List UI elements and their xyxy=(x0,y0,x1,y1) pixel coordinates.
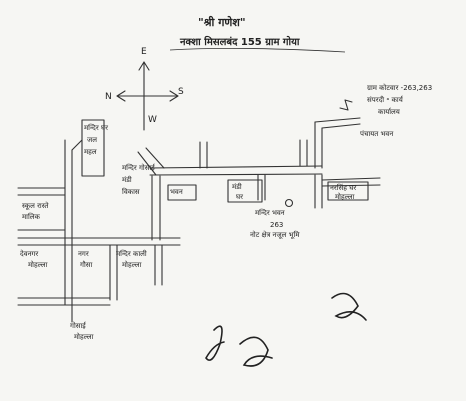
label-bhawan: भवन xyxy=(170,188,183,196)
label-mid-house: मंडी xyxy=(232,183,242,191)
label-kanyalay: कार्यालय xyxy=(378,108,400,116)
signature-3 xyxy=(331,292,367,321)
label-sampradi: संपरदी ॰ कार्य xyxy=(367,96,403,104)
signature-2 xyxy=(239,336,273,367)
label-mandi: मंडी xyxy=(122,176,132,184)
label-mahal: महल xyxy=(84,148,97,156)
label-dev-nagar: देवनगर xyxy=(20,250,39,258)
label-jal: जल xyxy=(87,136,97,144)
label-right-house-sub: मोहल्ला xyxy=(335,193,355,201)
house-mid xyxy=(227,179,263,203)
road-upper-right xyxy=(314,99,361,169)
road-lower-grid xyxy=(17,237,181,323)
signatures xyxy=(205,292,367,367)
label-mandir-kali-sub: मोहल्ला xyxy=(122,261,142,269)
road-diagonal xyxy=(137,147,165,241)
signature-1 xyxy=(205,325,225,361)
temple-number: 263 xyxy=(270,221,284,229)
label-mandir-kali: मन्दिर काली xyxy=(116,250,147,258)
label-right-house: नरसिंह घर xyxy=(330,184,357,192)
house-right xyxy=(327,181,369,201)
temple-caption: नोट क्षेत्र नजूल भूमि xyxy=(250,231,300,239)
road-left-vertical xyxy=(17,119,105,306)
house-left xyxy=(167,184,197,201)
road-main-horizontal xyxy=(149,139,381,209)
temple-marker xyxy=(284,198,294,208)
temple-label: मन्दिर भवन xyxy=(255,209,285,217)
label-mandir-gosai: मन्दिर गोसाई xyxy=(122,164,155,172)
label-vikas: विकास xyxy=(122,188,140,196)
header-flourish xyxy=(169,48,346,53)
label-malik: मालिक xyxy=(22,213,40,221)
compass-rose xyxy=(116,61,179,131)
label-mid-house-sub: घर xyxy=(236,193,243,201)
label-gram-kotwal: ग्राम कोटवार -263,263 xyxy=(367,84,433,92)
label-gosai-sub: मोहल्ला xyxy=(74,333,94,341)
label-panchayat: पंचायत भवन xyxy=(360,130,394,138)
compass-east-label: S xyxy=(178,87,184,97)
label-gosai: गोसाई xyxy=(70,322,86,330)
label-nagar-sub: गौसा xyxy=(80,261,93,269)
compass-south-label: W xyxy=(148,115,157,125)
label-mandir-ghar: मन्दिर घर xyxy=(84,124,108,132)
label-nagar: नगर xyxy=(78,250,89,258)
compass-west-label: N xyxy=(105,92,112,102)
label-dev-nagar-sub: मोहल्ला xyxy=(28,261,48,269)
compass-north-label: E xyxy=(141,47,147,57)
map-invocation: "श्री गणेश" xyxy=(198,16,246,29)
label-school: स्कूल रास्ते xyxy=(22,202,49,210)
map-title: नक्शा मिसलबंद 155 ग्राम गोया xyxy=(180,37,300,48)
